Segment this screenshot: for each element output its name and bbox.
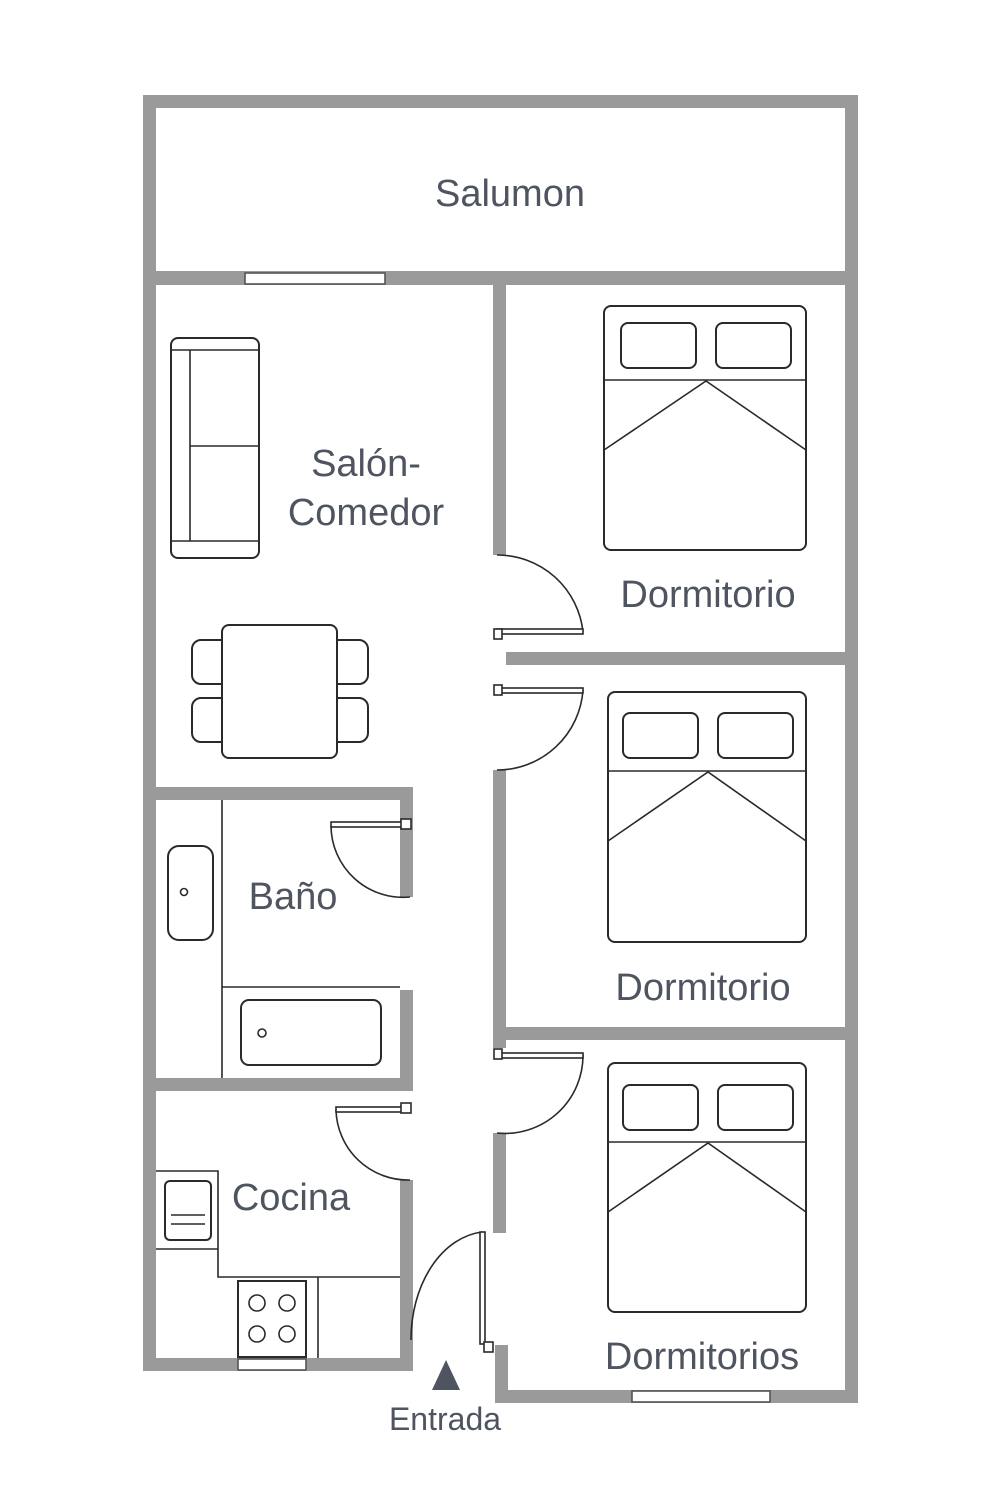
wall-corridor-right-1: [493, 285, 506, 555]
bathtub: [240, 999, 382, 1066]
kitchen-fixtures: [156, 1170, 400, 1358]
wall-left: [143, 95, 156, 1371]
door-entrance[interactable]: [410, 1231, 494, 1353]
wall-corridor-right-3: [493, 1133, 506, 1233]
door-bathroom[interactable]: [330, 818, 412, 899]
sink: [164, 1180, 212, 1241]
stove: [237, 1280, 307, 1358]
wall-bath-right-low: [400, 990, 413, 1088]
wall-bedroom-1-2: [506, 652, 858, 665]
label-kitchen: Cocina: [232, 1177, 351, 1219]
bed-1: [603, 305, 807, 551]
door-kitchen[interactable]: [335, 1102, 412, 1181]
door-bedroom-2[interactable]: [493, 684, 584, 771]
label-bathroom: Baño: [249, 876, 338, 918]
dining-table: [191, 624, 369, 759]
window-bedroom-3: [631, 1390, 771, 1403]
washbasin: [167, 845, 214, 941]
wall-bath-top: [143, 787, 413, 800]
wall-corridor-right-2: [493, 770, 506, 1048]
wall-corridor-right-4: [495, 1345, 508, 1403]
bed-3: [607, 1062, 807, 1313]
label-bedroom-2: Dormitorio: [615, 967, 790, 1009]
door-bedroom-1[interactable]: [493, 554, 584, 640]
label-entrance: Entrada: [389, 1401, 501, 1437]
label-living-line1: Salón-: [311, 443, 421, 485]
wall-kitchen-right: [400, 1180, 413, 1371]
wall-bath-kitchen: [143, 1078, 413, 1091]
window-kitchen: [237, 1358, 307, 1371]
entrance-arrow-icon: [432, 1360, 460, 1390]
label-bedroom-1: Dormitorio: [620, 574, 795, 616]
door-bedroom-3[interactable]: [493, 1048, 584, 1135]
label-living-line2: Comedor: [288, 492, 445, 534]
wall-top: [143, 95, 857, 108]
label-bedroom-3: Dormitorios: [605, 1336, 799, 1378]
window-balcony: [244, 272, 386, 285]
label-balcony: Salumon: [435, 173, 585, 215]
wall-right: [845, 95, 858, 1403]
wall-bath-right: [400, 787, 413, 897]
wall-bedroom-2-3: [506, 1027, 858, 1040]
sofa: [170, 337, 260, 559]
bed-2: [607, 691, 807, 943]
bathroom-fixtures: [167, 800, 400, 1078]
